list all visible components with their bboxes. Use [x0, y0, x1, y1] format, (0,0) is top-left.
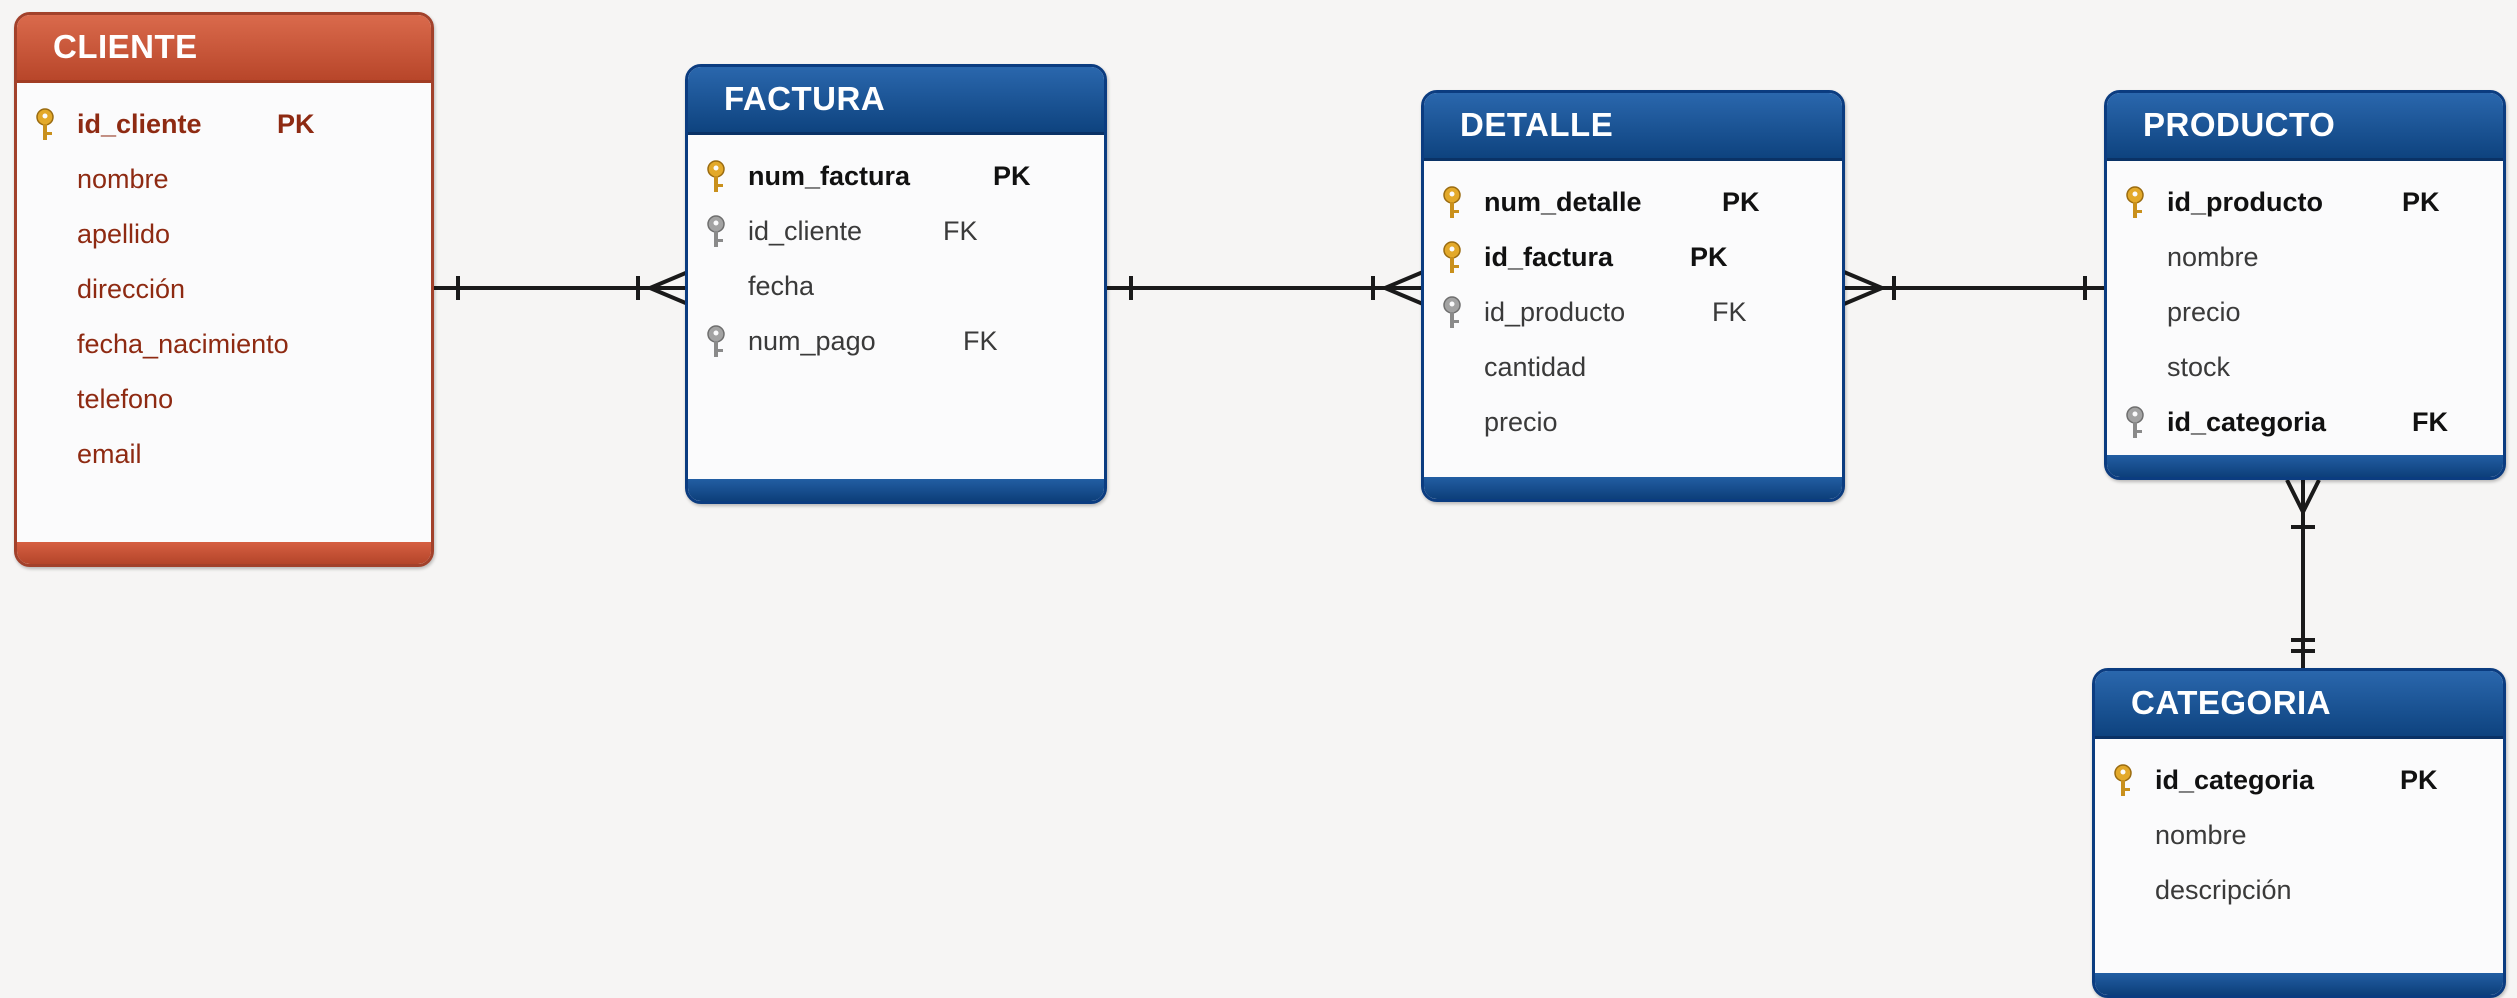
fk-tag: FK — [1712, 297, 1747, 327]
field-row[interactable]: stock — [2107, 342, 2503, 397]
field-name: num_detalle — [1484, 187, 1642, 217]
entity-footer — [2107, 455, 2503, 477]
field-row[interactable]: id_categoria FK — [2107, 397, 2503, 452]
field-row[interactable]: id_categoria PK — [2095, 755, 2503, 810]
entity-title: PRODUCTO — [2107, 93, 2503, 161]
field-row[interactable]: apellido — [17, 209, 431, 264]
field-name: stock — [2167, 352, 2231, 382]
field-name: id_categoria — [2155, 765, 2315, 795]
relationship-cliente-factura[interactable] — [433, 270, 689, 306]
fk-tag: FK — [963, 326, 998, 356]
entity-detalle[interactable]: DETALLE num_detalle PK id_factura PK id_… — [1421, 90, 1845, 502]
field-row[interactable]: email — [17, 429, 431, 484]
pk-tag: PK — [2400, 765, 2438, 795]
field-row[interactable]: num_detalle PK — [1424, 177, 1842, 232]
field-row[interactable]: id_producto FK — [1424, 287, 1842, 342]
field-row[interactable]: fecha_nacimiento — [17, 319, 431, 374]
field-list: num_factura PK id_cliente FK fecha num_p… — [688, 135, 1104, 371]
field-name: cantidad — [1484, 352, 1587, 382]
field-row[interactable]: fecha — [688, 261, 1104, 316]
entity-categoria[interactable]: CATEGORIA id_categoria PK nombre descrip… — [2092, 668, 2506, 998]
entity-title: CATEGORIA — [2095, 671, 2503, 739]
entity-footer — [688, 479, 1104, 501]
field-list: id_producto PK nombre precio stock id_ca… — [2107, 161, 2503, 452]
field-name: nombre — [77, 164, 169, 194]
field-row[interactable]: id_producto PK — [2107, 177, 2503, 232]
field-name: precio — [2167, 297, 2241, 327]
field-name: email — [77, 439, 142, 469]
entity-footer — [2095, 973, 2503, 995]
fk-key-icon — [2126, 406, 2144, 438]
field-name: apellido — [77, 219, 171, 249]
pk-key-icon — [36, 108, 54, 140]
field-name: telefono — [77, 384, 174, 414]
entity-footer — [17, 542, 431, 564]
field-name: fecha — [748, 271, 815, 301]
relationship-factura-detalle[interactable] — [1106, 270, 1424, 306]
field-row[interactable]: num_factura PK — [688, 151, 1104, 206]
field-name: id_categoria — [2167, 407, 2327, 437]
field-name: num_factura — [748, 161, 911, 191]
field-row[interactable]: descripción — [2095, 865, 2503, 920]
pk-tag: PK — [277, 109, 315, 139]
field-name: id_producto — [2167, 187, 2323, 217]
field-row[interactable]: precio — [2107, 287, 2503, 342]
pk-tag: PK — [993, 161, 1031, 191]
relationship-detalle-producto[interactable] — [1843, 270, 2107, 306]
entity-title: DETALLE — [1424, 93, 1842, 161]
entity-factura[interactable]: FACTURA num_factura PK id_cliente FK fec… — [685, 64, 1107, 504]
pk-tag: PK — [2402, 187, 2440, 217]
field-name: num_pago — [748, 326, 876, 356]
fk-key-icon — [1443, 296, 1461, 328]
field-name: nombre — [2167, 242, 2259, 272]
entity-cliente[interactable]: CLIENTE id_cliente PK nombre apellido di… — [14, 12, 434, 567]
pk-key-icon — [707, 160, 725, 192]
field-row[interactable]: id_factura PK — [1424, 232, 1842, 287]
field-name: fecha_nacimiento — [77, 329, 289, 359]
field-list: num_detalle PK id_factura PK id_producto… — [1424, 161, 1842, 452]
field-row[interactable]: nombre — [17, 154, 431, 209]
fk-key-icon — [707, 325, 725, 357]
field-row[interactable]: nombre — [2107, 232, 2503, 287]
relationship-producto-categoria[interactable] — [2285, 479, 2321, 670]
field-row[interactable]: nombre — [2095, 810, 2503, 865]
fk-tag: FK — [2412, 407, 2448, 437]
field-row[interactable]: num_pago FK — [688, 316, 1104, 371]
field-name: id_producto — [1484, 297, 1626, 327]
fk-tag: FK — [943, 216, 978, 246]
field-row[interactable]: id_cliente PK — [17, 99, 431, 154]
field-name: precio — [1484, 407, 1558, 437]
field-row[interactable]: precio — [1424, 397, 1842, 452]
field-row[interactable]: id_cliente FK — [688, 206, 1104, 261]
pk-tag: PK — [1722, 187, 1760, 217]
field-list: id_cliente PK nombre apellido dirección … — [17, 83, 431, 484]
field-list: id_categoria PK nombre descripción — [2095, 739, 2503, 920]
field-name: nombre — [2155, 820, 2247, 850]
pk-key-icon — [2126, 186, 2144, 218]
crowfoot-many-marker — [1843, 270, 1888, 306]
pk-tag: PK — [1690, 242, 1728, 272]
entity-producto[interactable]: PRODUCTO id_producto PK nombre precio st… — [2104, 90, 2506, 480]
field-name: id_cliente — [748, 216, 863, 246]
pk-key-icon — [2114, 764, 2132, 796]
entity-title: FACTURA — [688, 67, 1104, 135]
pk-key-icon — [1443, 241, 1461, 273]
field-row[interactable]: telefono — [17, 374, 431, 429]
crowfoot-many-marker — [1379, 270, 1424, 306]
field-row[interactable]: cantidad — [1424, 342, 1842, 397]
fk-key-icon — [707, 215, 725, 247]
field-name: id_factura — [1484, 242, 1614, 272]
field-row[interactable]: dirección — [17, 264, 431, 319]
crowfoot-many-marker — [644, 270, 689, 306]
entity-title: CLIENTE — [17, 15, 431, 83]
pk-key-icon — [1443, 186, 1461, 218]
field-name: descripción — [2155, 875, 2292, 905]
entity-footer — [1424, 477, 1842, 499]
field-name: dirección — [77, 274, 186, 304]
crowfoot-many-marker — [2285, 479, 2321, 517]
field-name: id_cliente — [77, 109, 202, 139]
